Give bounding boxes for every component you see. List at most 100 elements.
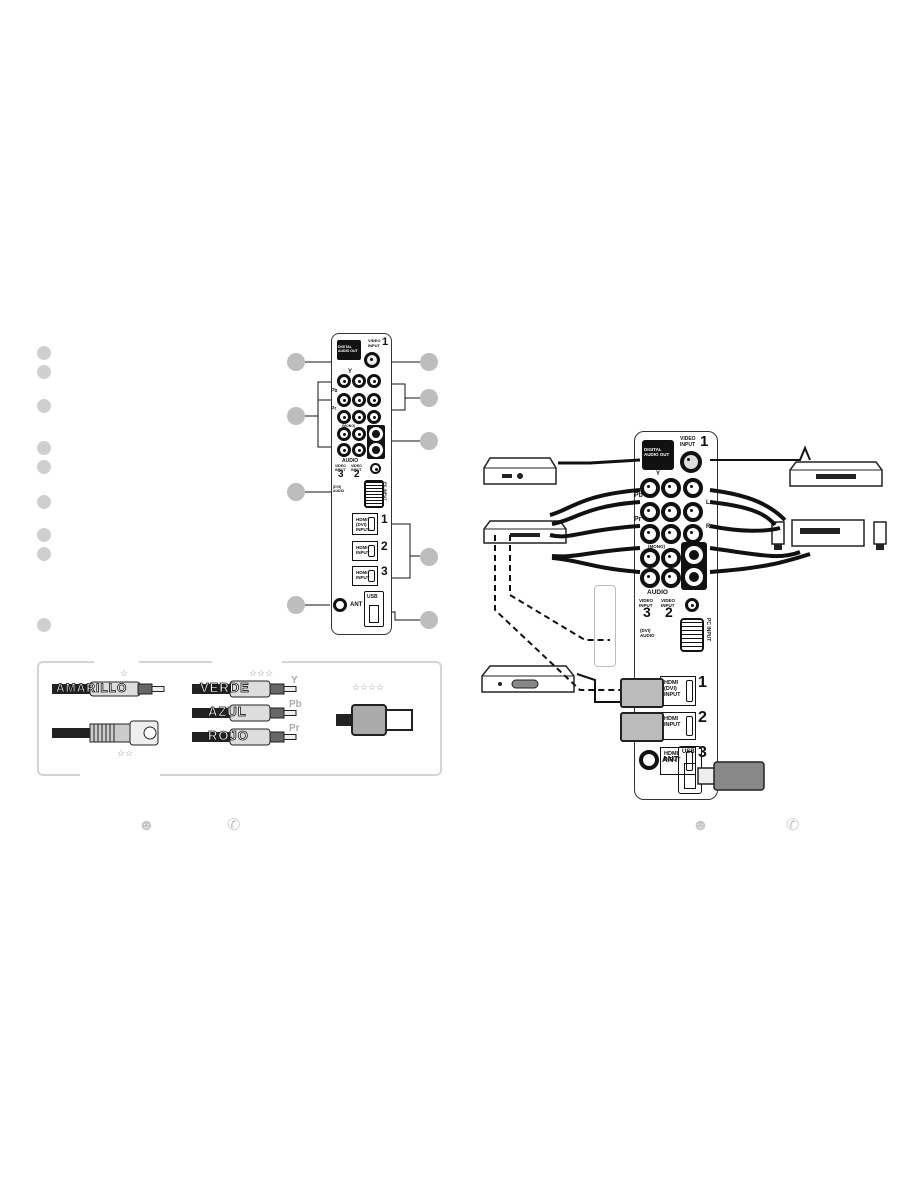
video-input-3-label-large: VIDEO INPUT [639, 598, 654, 608]
audio-l-jack-1[interactable] [367, 393, 381, 407]
y-label: Y [348, 369, 353, 375]
ant-connector-large[interactable] [639, 750, 659, 770]
pc-audio-jack-large[interactable] [685, 598, 699, 612]
component-pr-jack-2[interactable] [352, 410, 366, 424]
dvi-audio-label: (DVI) AUDIO [333, 485, 345, 493]
mono-label-large: (MONO) [648, 544, 665, 549]
hdmi-1-slot [368, 517, 375, 531]
hdmi-plug-2 [620, 712, 664, 742]
hdmi-2-port[interactable]: HDMI INPUT [352, 541, 378, 561]
list-bullet-1 [37, 346, 51, 360]
component-pr-jack-3[interactable] [337, 410, 351, 424]
audio-l-jack-3-large[interactable] [640, 548, 660, 568]
component-y-jack-2-large[interactable] [661, 478, 681, 498]
component-cables [192, 680, 297, 746]
audio-l-jack-2[interactable] [352, 427, 366, 441]
phone-icon: ✆ [227, 817, 241, 834]
video-input-2-label: VIDEO INPUT [351, 464, 362, 472]
mono-label: (MONO) [342, 424, 356, 428]
hdmi-2-number: 2 [381, 539, 388, 553]
list-bullet-3 [37, 399, 51, 413]
list-bullet-2 [37, 365, 51, 379]
component-pb-jack-3[interactable] [337, 393, 351, 407]
audio-l-jack-3[interactable] [337, 427, 351, 441]
video-input-3-label: VIDEO INPUT [335, 464, 346, 472]
digital-audio-label: DIGITAL AUDIO OUT [338, 345, 358, 353]
callout-right-4 [420, 548, 438, 566]
callout-right-1 [420, 353, 438, 371]
audio-out-r-jack[interactable] [369, 443, 383, 457]
svideo-jack[interactable] [364, 352, 380, 368]
video-input-3-number-large: 3 [643, 604, 651, 620]
callout-right-2 [420, 389, 438, 407]
hdmi-2-slot [368, 545, 375, 557]
callout-right-5 [420, 611, 438, 629]
audio-r-jack-2[interactable] [352, 443, 366, 457]
dvd-player-device [483, 520, 567, 544]
hdmi-1-port[interactable]: HDMI (DVI) INPUT [352, 513, 378, 535]
hdmi-3-port[interactable]: HDMI INPUT [352, 566, 378, 586]
ant-connector[interactable] [333, 598, 347, 612]
red-cable-label: ROJO [208, 728, 249, 744]
video-input-1-number-large: 1 [700, 433, 709, 450]
list-bullet-7 [37, 528, 51, 542]
component-y-jack-2[interactable] [352, 374, 366, 388]
audio-r-jack-1[interactable] [367, 410, 381, 424]
audio-l-jack-1-large[interactable] [683, 502, 703, 522]
video-jack-1[interactable] [367, 374, 381, 388]
video-input-2-number-large: 2 [665, 604, 673, 620]
component-pb-jack-2[interactable] [352, 393, 366, 407]
legend-pb-label: Pb [289, 699, 302, 710]
connection-cables [494, 445, 811, 703]
list-bullet-6 [37, 495, 51, 509]
video-input-1-number: 1 [382, 336, 389, 348]
usb-stick [697, 761, 765, 791]
svideo-jack-large[interactable] [680, 451, 702, 473]
video-jack-1-large[interactable] [683, 478, 703, 498]
usb-port[interactable] [364, 591, 384, 627]
legend-y-label: Y [291, 675, 298, 686]
audio-out-r-jack-large[interactable] [685, 568, 703, 586]
svideo-stars: ☆☆ [117, 748, 134, 758]
pc-input-port[interactable] [364, 480, 384, 508]
hdmi-1-port-large[interactable]: HDMI (DVI) INPUT [660, 676, 696, 706]
pb-label-large: Pb [634, 492, 643, 499]
hdmi-2-port-large[interactable]: HDMI INPUT [660, 712, 696, 740]
component-pb-jack-3-large[interactable] [640, 502, 660, 522]
hdmi-3-number-large: 3 [698, 744, 707, 761]
component-pr-jack-3-large[interactable] [640, 524, 660, 544]
video-input-3-number: 3 [338, 469, 344, 480]
list-bullet-8 [37, 547, 51, 561]
ant-label: ANT [350, 602, 363, 608]
pc-audio-jack[interactable] [370, 463, 381, 474]
audio-label-large: AUDIO [647, 589, 668, 596]
audio-l-jack-2-large[interactable] [661, 548, 681, 568]
component-pb-jack-2-large[interactable] [661, 502, 681, 522]
component-pr-jack-2-large[interactable] [661, 524, 681, 544]
video-input-1-label: VIDEO INPUT [368, 338, 381, 348]
audio-r-jack-3[interactable] [337, 443, 351, 457]
composite-cable [52, 681, 165, 697]
audio-r-jack-3-large[interactable] [640, 568, 660, 588]
hdmi-plug-1 [620, 678, 664, 708]
component-y-jack-3[interactable] [337, 374, 351, 388]
pr-label-large: Pr [634, 516, 642, 523]
hdmi-3-label: HDMI INPUT [356, 570, 370, 580]
audio-out-l-jack-large[interactable] [685, 546, 703, 564]
audio-out-l-jack[interactable] [369, 427, 383, 441]
pc-input-label-large: PC INPUT [705, 618, 711, 642]
pc-input-port-large[interactable] [680, 618, 704, 652]
phone-icon-right: ✆ [786, 817, 800, 834]
l-label-large: L [706, 500, 710, 506]
hdmi-3-slot [368, 570, 375, 582]
hdmi-1-number: 1 [381, 512, 388, 526]
digital-audio-block-large [642, 440, 674, 470]
blue-cable-label: AZUL [208, 704, 247, 720]
audio-r-jack-2-large[interactable] [661, 568, 681, 588]
list-bullet-4 [37, 441, 51, 455]
usb-slot-large [684, 763, 696, 789]
hdmi-2-slot-large [686, 716, 693, 736]
vcr-device [789, 461, 883, 487]
component-y-jack-3-large[interactable] [640, 478, 660, 498]
digital-audio-label-large: DIGITAL AUDIO OUT [644, 447, 670, 457]
